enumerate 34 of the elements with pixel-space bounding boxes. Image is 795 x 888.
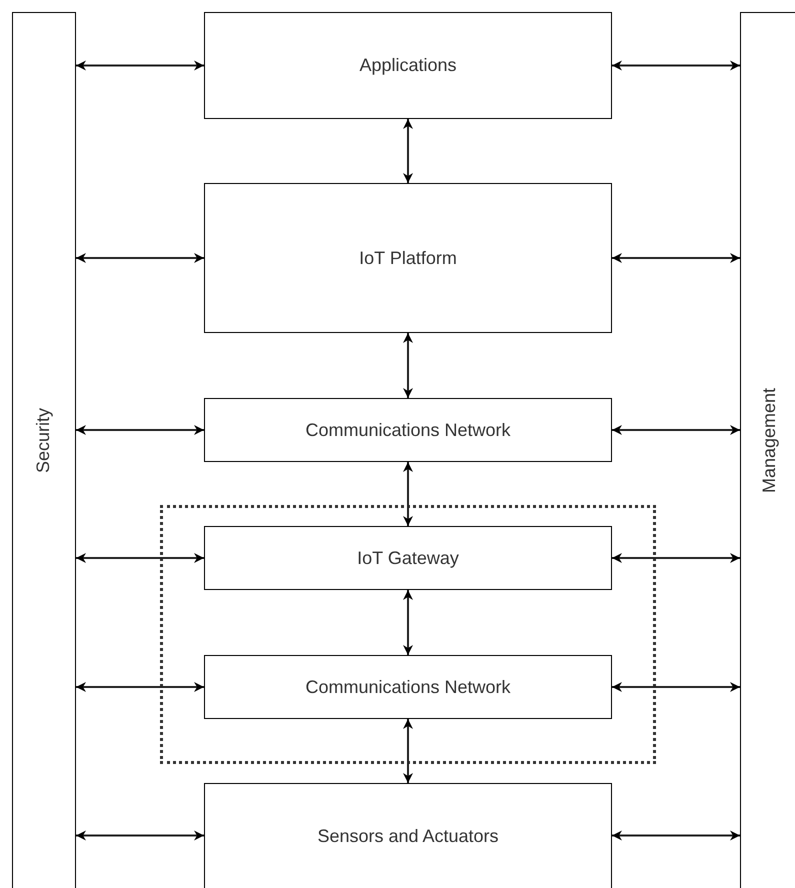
layer-label: Applications xyxy=(359,55,457,76)
double-arrow xyxy=(612,830,740,840)
layer-box xyxy=(204,183,612,333)
layer-label: Communications Network xyxy=(305,676,511,698)
double-arrow xyxy=(76,553,204,563)
layer-box xyxy=(204,783,612,888)
layer-box xyxy=(204,12,612,119)
layer-box xyxy=(204,526,612,590)
double-arrow xyxy=(76,830,204,840)
layer-label: IoT Platform xyxy=(359,248,457,268)
layer-box xyxy=(204,398,612,462)
double-arrow xyxy=(612,425,740,435)
double-arrow xyxy=(403,333,413,398)
double-arrow xyxy=(76,253,204,263)
double-arrow xyxy=(76,60,204,70)
side-label: Security xyxy=(34,408,54,474)
side-bar xyxy=(740,12,795,888)
dotted-group-frame xyxy=(160,505,656,764)
double-arrow xyxy=(403,119,413,183)
layer-box xyxy=(204,655,612,719)
double-arrow xyxy=(76,425,204,435)
layer-label: Communications Network xyxy=(305,420,511,440)
double-arrow xyxy=(403,462,413,526)
double-arrow xyxy=(403,590,413,655)
layer-label: Sensors and Actuators xyxy=(317,826,499,846)
layer-label: IoT Gateway xyxy=(357,548,459,568)
double-arrow xyxy=(612,553,740,563)
side-bar xyxy=(12,12,76,888)
double-arrow xyxy=(612,253,740,263)
double-arrow xyxy=(612,60,740,70)
double-arrow xyxy=(403,719,413,783)
side-label: Management xyxy=(760,388,780,494)
double-arrow xyxy=(76,682,204,692)
double-arrow xyxy=(612,682,740,692)
